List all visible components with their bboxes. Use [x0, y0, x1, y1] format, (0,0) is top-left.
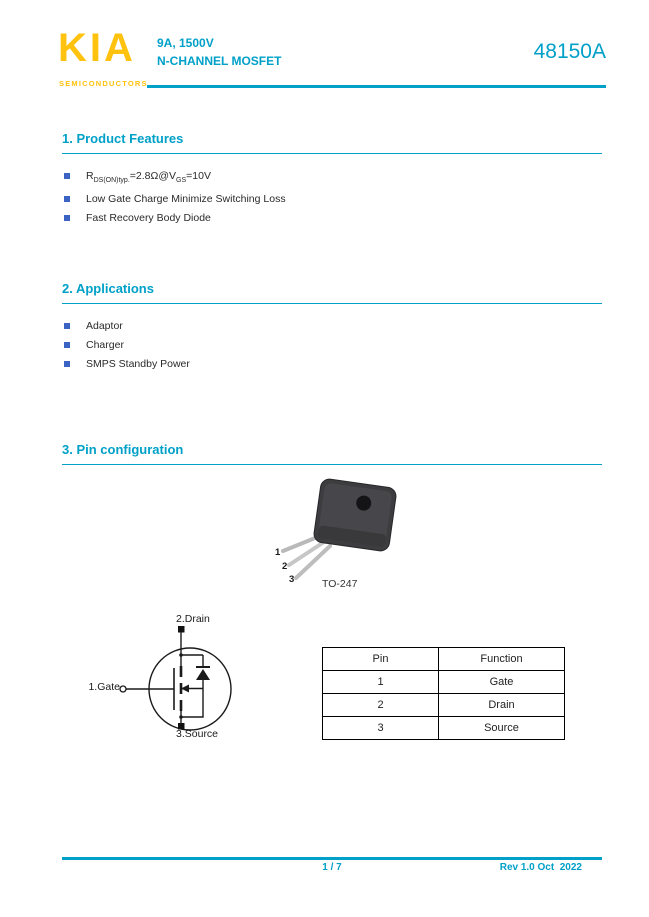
section-title-applications: 2. Applications: [62, 281, 602, 304]
pin-function-table: Pin Function 1 Gate 2 Drain 3 Source: [322, 647, 565, 740]
vgs-value: =10V: [186, 170, 211, 182]
bullet-square-icon: [64, 361, 70, 367]
package-pin1-label: 1: [275, 547, 281, 558]
package-pin2-label: 2: [282, 561, 287, 572]
drain-terminal-icon: [178, 626, 185, 633]
kia-logo-subtext: SEMICONDUCTORS: [59, 79, 148, 88]
feature-item-body-diode: Fast Recovery Body Diode: [62, 209, 602, 228]
kia-logo: KIA: [58, 26, 136, 70]
mounting-hole: [356, 495, 372, 511]
body-arrow-icon: [181, 684, 189, 693]
application-text: Charger: [86, 339, 124, 351]
symbol-drain-label: 2.Drain: [176, 613, 210, 625]
rdson-symbol: R: [86, 170, 94, 182]
function-cell: Source: [438, 716, 565, 740]
table-header-row: Pin Function: [322, 647, 565, 671]
rdson-subscript: DS(ON)typ.: [93, 177, 130, 185]
diode-arrow-icon: [196, 669, 210, 680]
page-footer: 1 / 7 Rev 1.0 Oct 2022: [62, 862, 602, 878]
feature-item-gate-charge: Low Gate Charge Minimize Switching Loss: [62, 190, 602, 209]
gate-terminal-icon: [119, 685, 127, 693]
bullet-square-icon: [64, 215, 70, 222]
pin-cell: 1: [322, 670, 439, 694]
footer-divider: [62, 857, 602, 860]
section-product-features: 1. Product Features RDS(ON)typ.=2.8Ω@VGS…: [62, 131, 602, 228]
package-body: [313, 478, 397, 552]
rdson-value: =2.8Ω@V: [129, 170, 177, 182]
revision-label: Rev 1.0 Oct 2022: [499, 862, 582, 873]
feature-text: Fast Recovery Body Diode: [86, 212, 211, 225]
bullet-square-icon: [64, 196, 70, 203]
package-name-label: TO-247: [322, 578, 358, 590]
device-type: N-CHANNEL MOSFET: [157, 54, 282, 68]
application-list: Adaptor Charger SMPS Standby Power: [62, 317, 602, 374]
source-terminal-icon: [178, 723, 185, 730]
to247-package-image: 1 2 3: [275, 478, 397, 585]
table-row: 2 Drain: [322, 693, 565, 717]
application-item: Adaptor: [62, 317, 602, 336]
vgs-subscript: GS: [176, 177, 187, 185]
pin-column-header: Pin: [322, 647, 439, 671]
section-title-product-features: 1. Product Features: [62, 131, 602, 154]
package-pin3-label: 3: [289, 574, 294, 585]
function-column-header: Function: [438, 647, 565, 671]
feature-text: RDS(ON)typ.=2.8Ω@VGS=10V: [86, 170, 211, 185]
function-cell: Gate: [438, 670, 565, 694]
symbol-gate-label: 1.Gate: [88, 681, 120, 693]
section-title-pin-configuration: 3. Pin configuration: [62, 442, 602, 465]
part-number: 48150A: [533, 40, 606, 63]
feature-list: RDS(ON)typ.=2.8Ω@VGS=10V Low Gate Charge…: [62, 167, 602, 228]
section-applications: 2. Applications Adaptor Charger SMPS Sta…: [62, 281, 602, 374]
symbol-source-label: 3.Source: [176, 728, 219, 740]
pin-cell: 3: [322, 716, 439, 740]
pin-cell: 2: [322, 693, 439, 717]
bullet-square-icon: [64, 342, 70, 348]
page-number: 1 / 7: [322, 862, 342, 873]
function-cell: Drain: [438, 693, 565, 717]
application-text: SMPS Standby Power: [86, 358, 190, 370]
bullet-square-icon: [64, 323, 70, 329]
device-rating: 9A, 1500V: [157, 36, 214, 50]
table-row: 1 Gate: [322, 670, 565, 694]
application-item: Charger: [62, 336, 602, 355]
section-pin-configuration: 3. Pin configuration: [62, 442, 602, 465]
application-item: SMPS Standby Power: [62, 355, 602, 374]
header-divider: [147, 85, 606, 88]
feature-item-rdson: RDS(ON)typ.=2.8Ω@VGS=10V: [62, 167, 602, 190]
feature-text: Low Gate Charge Minimize Switching Loss: [86, 193, 286, 206]
application-text: Adaptor: [86, 320, 123, 332]
mosfet-symbol: [119, 626, 232, 731]
table-row: 3 Source: [322, 716, 565, 740]
bullet-square-icon: [64, 173, 70, 179]
